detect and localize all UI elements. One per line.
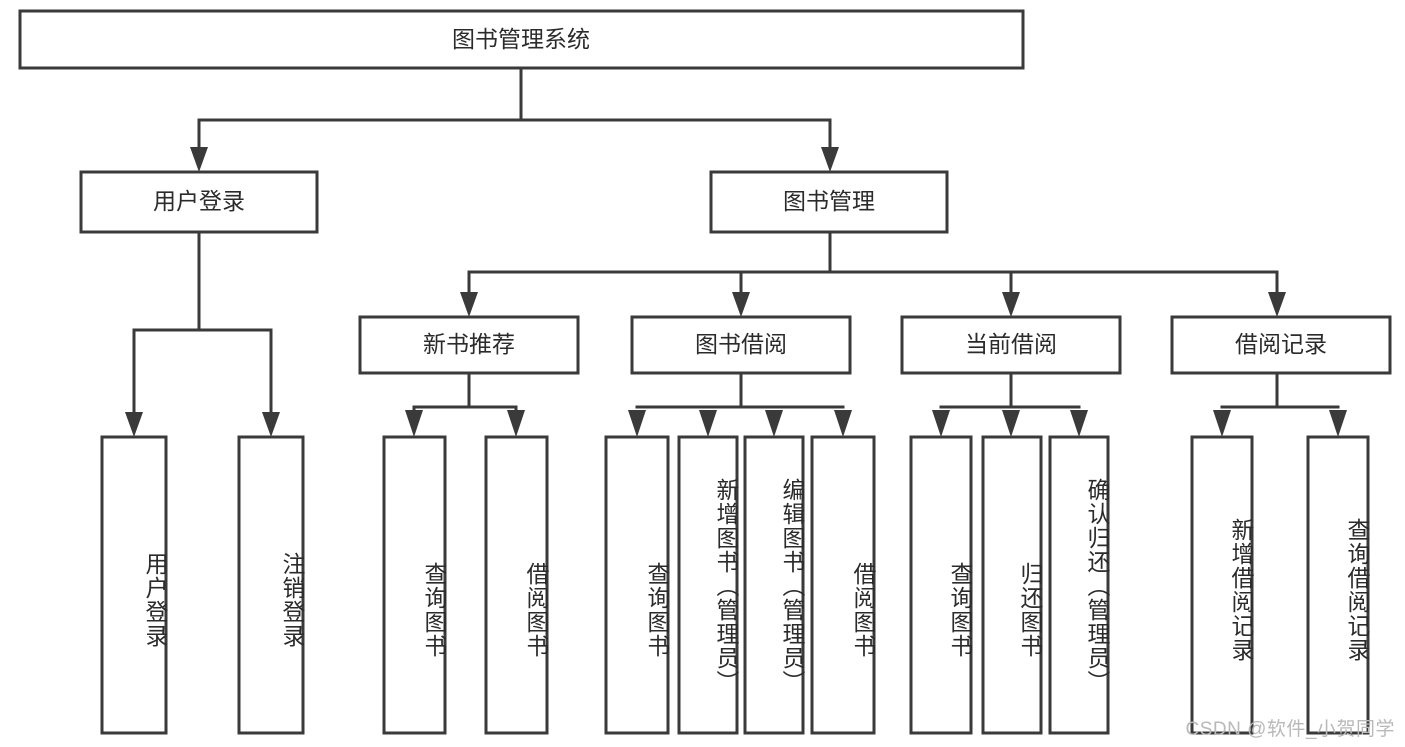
arrow-head-borrow-record [1268,292,1286,317]
node-label-new-book-recommend: 新书推荐 [423,331,515,357]
connector-group-current-borrow [932,371,1088,437]
node-box-root[interactable] [18,9,1025,70]
watermark-text: CSDN @软件_小贺同学 [1185,719,1395,740]
node-label-root: 图书管理系统 [452,26,590,52]
node-box-leaf-borrow-book-2[interactable] [810,435,876,735]
arrow-head-current-borrow [1002,292,1020,317]
node-box-leaf-edit-book[interactable] [743,435,805,735]
node-box-book-manage[interactable] [709,170,949,234]
arrow-head-leaf-edit-book [765,410,783,437]
arrow-head-leaf-add-record [1213,410,1231,437]
node-label-current-borrow: 当前借阅 [965,331,1057,357]
node-box-leaf-add-book[interactable] [677,435,739,735]
connector-group-borrow-record [1213,371,1347,437]
arrow-head-leaf-query-book-3 [932,410,950,437]
node-box-leaf-return-book[interactable] [981,435,1043,735]
connector-group-book-manage [460,230,1286,317]
node-box-leaf-user-login[interactable] [100,435,168,735]
node-box-leaf-confirm-return[interactable] [1048,435,1110,735]
node-box-leaf-query-book-3[interactable] [909,435,973,735]
arrow-head-leaf-borrow-book-1 [507,410,525,437]
node-label-book-manage: 图书管理 [783,188,875,214]
arrow-head-book-manage [821,147,839,172]
node-box-leaf-add-record[interactable] [1190,435,1254,735]
node-box-leaf-query-book-1[interactable] [382,435,447,735]
node-box-leaf-query-record[interactable] [1306,435,1370,735]
connector-group-user-login [125,230,280,437]
connector-group-book-borrow [628,371,852,437]
node-box-borrow-record[interactable] [1170,315,1392,375]
connector-group-new-book-recommend [405,371,525,437]
node-box-leaf-query-book-2[interactable] [604,435,670,735]
node-box-book-borrow[interactable] [630,315,852,375]
arrow-head-user-login [190,147,208,172]
arrow-head-leaf-add-book [699,410,717,437]
arrow-head-leaf-user-logout [262,412,280,437]
arrow-head-leaf-query-record [1329,410,1347,437]
node-label-book-borrow: 图书借阅 [695,331,787,357]
node-box-leaf-user-logout[interactable] [237,435,305,735]
node-box-current-borrow[interactable] [900,315,1122,375]
arrow-head-leaf-return-book [1002,410,1020,437]
node-label-borrow-record: 借阅记录 [1235,331,1327,357]
arrow-head-leaf-borrow-book-2 [834,410,852,437]
arrow-head-new-book-recommend [460,292,478,317]
node-label-user-login: 用户登录 [153,188,245,214]
node-box-leaf-borrow-book-1[interactable] [484,435,549,735]
arrow-head-book-borrow [732,292,750,317]
arrow-head-leaf-user-login [125,412,143,437]
node-box-user-login[interactable] [79,170,319,234]
connector-group-root [190,66,839,172]
arrow-head-leaf-confirm-return [1070,410,1088,437]
node-box-new-book-recommend[interactable] [358,315,580,375]
arrow-head-leaf-query-book-1 [405,410,423,437]
arrow-head-leaf-query-book-2 [628,410,646,437]
